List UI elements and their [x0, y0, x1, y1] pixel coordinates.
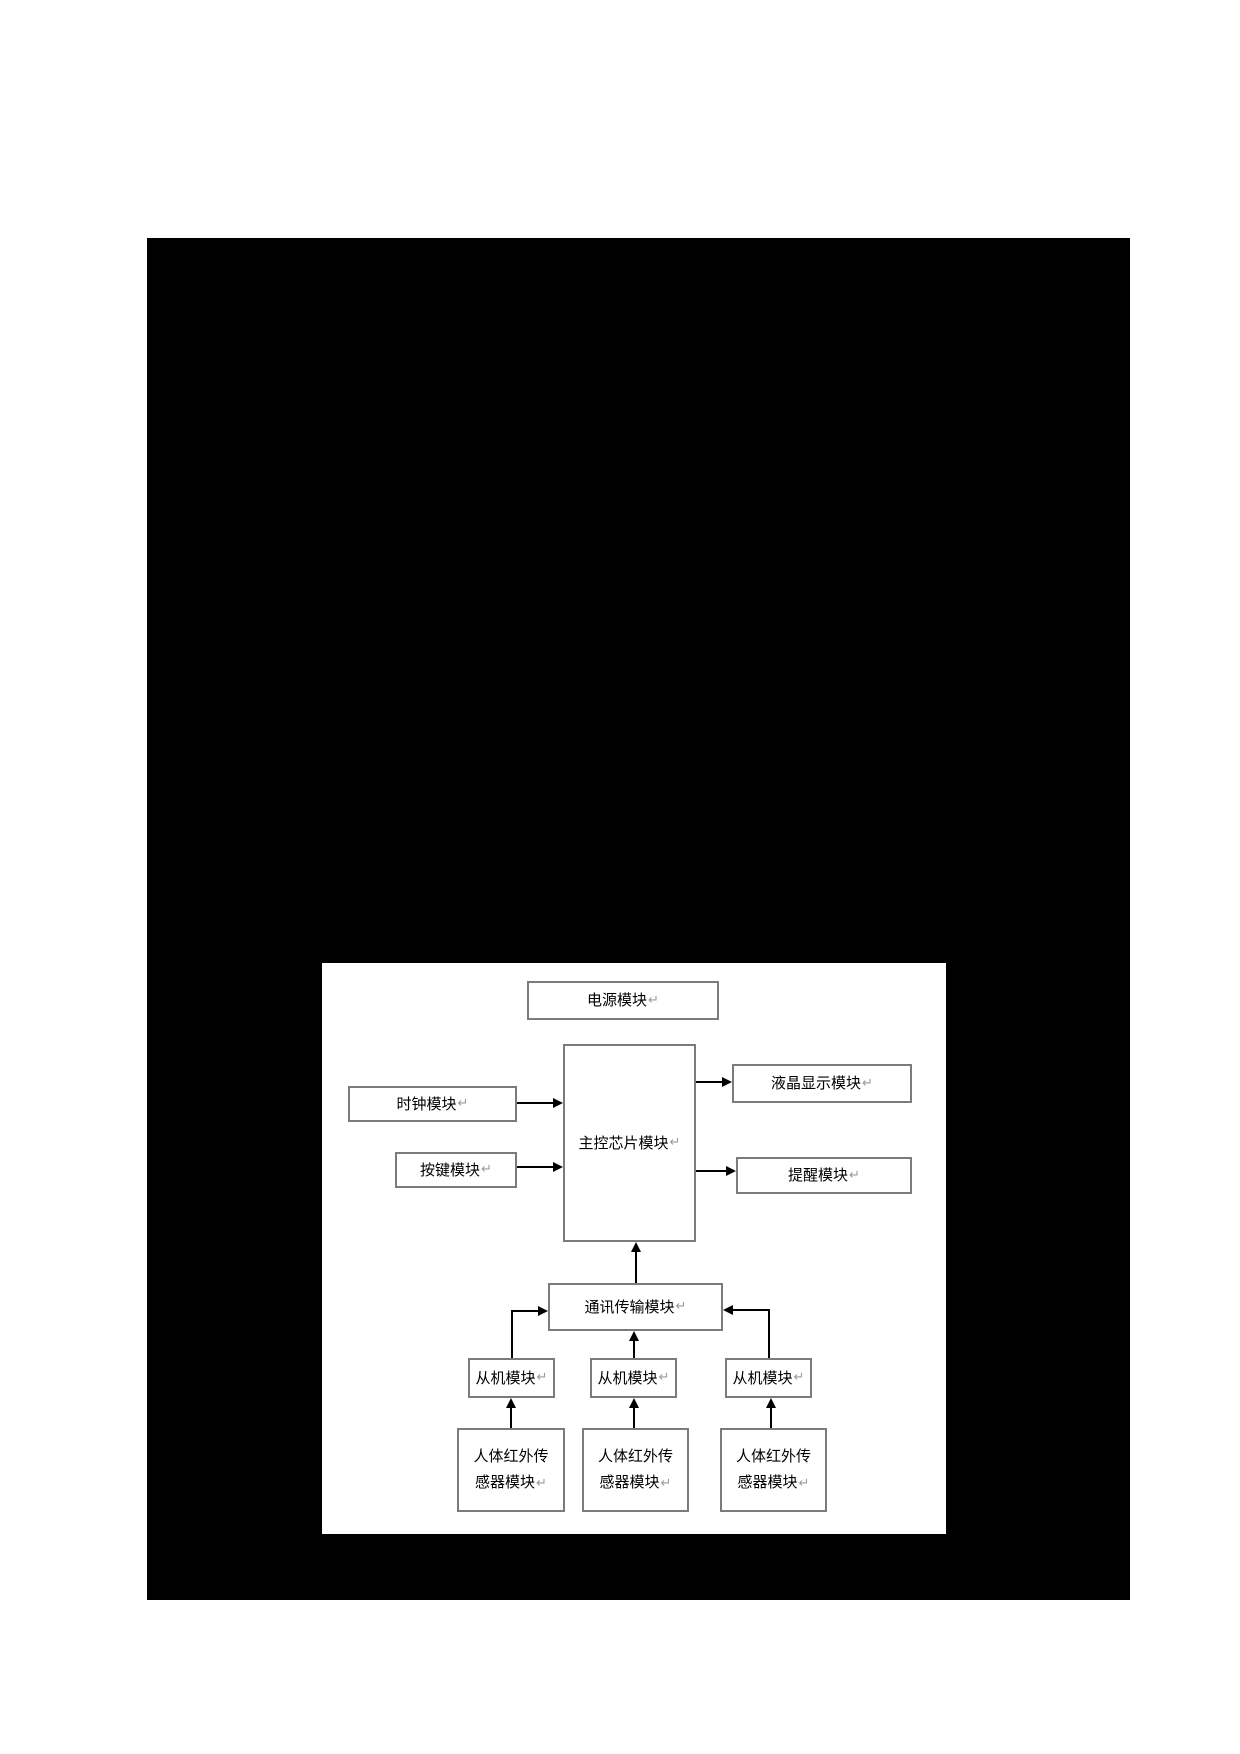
node-label-line1: 人体红外传 [597, 1447, 673, 1465]
connector-slave1-to-comm-horizontal [511, 1310, 538, 1312]
connector-keys-to-main [517, 1166, 554, 1168]
block-diagram-figure: 电源模块↵ 主控芯片模块↵ 时钟模块↵ 按键模块↵ 液晶显示模块↵ 提醒模块↵ … [322, 963, 946, 1534]
connector-clock-to-main [517, 1102, 554, 1104]
connector-sensor1-to-slave1 [510, 1408, 512, 1428]
connector-main-to-lcd [696, 1081, 723, 1083]
node-human-infrared-sensor-module-3: 人体红外传 感器模块↵ [720, 1428, 827, 1512]
node-reminder-module: 提醒模块↵ [736, 1157, 912, 1194]
node-label: 从机模块 [475, 1368, 536, 1387]
return-mark-icon: ↵ [669, 1135, 681, 1151]
return-mark-icon: ↵ [862, 1075, 873, 1091]
connector-slave3-to-comm-vertical [768, 1309, 770, 1358]
arrowhead-up-icon [766, 1398, 776, 1408]
node-human-infrared-sensor-module-1: 人体红外传 感器模块↵ [457, 1428, 565, 1512]
node-label-line2: 感器模块 [737, 1473, 798, 1491]
return-mark-icon: ↵ [648, 992, 659, 1008]
return-mark-icon: ↵ [660, 1476, 672, 1491]
arrowhead-right-icon [722, 1077, 732, 1087]
node-label-line1: 人体红外传 [473, 1447, 549, 1465]
node-power-module: 电源模块↵ [527, 981, 719, 1020]
return-mark-icon: ↵ [675, 1299, 687, 1315]
connector-sensor2-to-slave2 [633, 1408, 635, 1428]
return-mark-icon: ↵ [481, 1162, 492, 1178]
node-main-control-chip-module: 主控芯片模块↵ [563, 1044, 696, 1242]
node-label: 通讯传输模块 [584, 1297, 675, 1316]
arrowhead-up-icon [629, 1398, 639, 1408]
node-label: 提醒模块 [788, 1166, 849, 1185]
node-communication-transmission-module: 通讯传输模块↵ [548, 1283, 723, 1331]
arrowhead-up-icon [631, 1242, 641, 1252]
arrowhead-right-icon [726, 1166, 736, 1176]
node-clock-module: 时钟模块↵ [348, 1086, 517, 1122]
node-human-infrared-sensor-module-2: 人体红外传 感器模块↵ [582, 1428, 689, 1512]
connector-sensor3-to-slave3 [770, 1408, 772, 1428]
node-slave-module-1: 从机模块↵ [468, 1358, 555, 1398]
return-mark-icon: ↵ [798, 1476, 810, 1491]
node-slave-module-3: 从机模块↵ [725, 1358, 812, 1398]
connector-slave3-to-comm-horizontal [733, 1309, 770, 1311]
node-label: 主控芯片模块 [578, 1133, 669, 1152]
node-label: 从机模块 [732, 1368, 793, 1387]
return-mark-icon: ↵ [658, 1370, 670, 1386]
node-label: 液晶显示模块 [771, 1074, 862, 1093]
arrowhead-right-icon [553, 1098, 563, 1108]
connector-slave1-to-comm-vertical [511, 1310, 513, 1358]
connector-comm-to-main [635, 1252, 637, 1283]
arrowhead-up-icon [629, 1331, 639, 1341]
node-slave-module-2: 从机模块↵ [590, 1358, 677, 1398]
return-mark-icon: ↵ [536, 1370, 548, 1386]
return-mark-icon: ↵ [849, 1167, 860, 1183]
node-label: 按键模块 [420, 1160, 481, 1179]
node-lcd-display-module: 液晶显示模块↵ [732, 1064, 912, 1103]
node-label: 从机模块 [597, 1368, 658, 1387]
node-label-line1: 人体红外传 [735, 1447, 811, 1465]
arrowhead-up-icon [506, 1398, 516, 1408]
return-mark-icon: ↵ [457, 1096, 469, 1112]
node-label-line2: 感器模块 [599, 1473, 660, 1491]
node-label: 电源模块 [587, 991, 648, 1010]
return-mark-icon: ↵ [793, 1370, 805, 1386]
return-mark-icon: ↵ [536, 1476, 547, 1491]
black-background-panel: 电源模块↵ 主控芯片模块↵ 时钟模块↵ 按键模块↵ 液晶显示模块↵ 提醒模块↵ … [147, 238, 1130, 1600]
connector-main-to-reminder [696, 1170, 727, 1172]
node-label: 时钟模块 [396, 1094, 457, 1113]
node-label-line2: 感器模块 [475, 1473, 536, 1491]
arrowhead-right-icon [553, 1162, 563, 1172]
node-key-button-module: 按键模块↵ [395, 1152, 517, 1188]
arrowhead-right-icon [538, 1306, 548, 1316]
arrowhead-left-icon [723, 1305, 733, 1315]
connector-slave2-to-comm [633, 1341, 635, 1358]
